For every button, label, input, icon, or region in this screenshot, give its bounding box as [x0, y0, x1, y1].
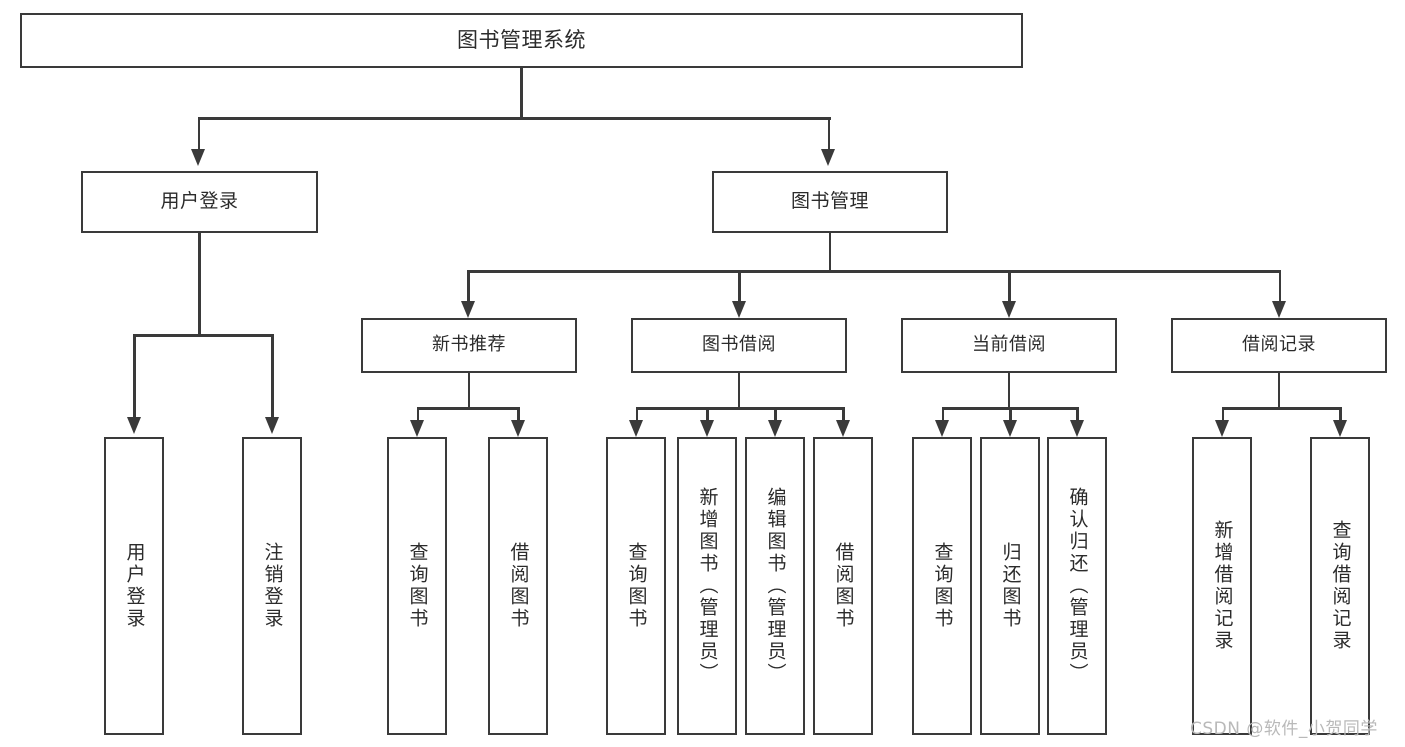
- node-label: 编辑图书（管理员）: [764, 487, 787, 685]
- node-label: 查询图书: [625, 542, 648, 630]
- node-root-system[interactable]: 图书管理系统: [20, 13, 1023, 68]
- node-label: 注销登录: [261, 542, 284, 630]
- arrowhead-nbr-1: [410, 420, 425, 437]
- arrowhead-to-user-login: [191, 149, 205, 166]
- node-label: 新书推荐: [432, 334, 506, 356]
- arrowhead-bb-4: [835, 420, 850, 437]
- node-book-borrow[interactable]: 图书借阅: [631, 318, 847, 373]
- arrowhead-bb-3: [767, 420, 782, 437]
- connector-root-drop-left: [197, 117, 200, 149]
- node-new-book-rec[interactable]: 新书推荐: [361, 318, 577, 373]
- arrowhead-bb-2: [699, 420, 714, 437]
- node-current-borrow[interactable]: 当前借阅: [901, 318, 1117, 373]
- csdn-watermark: CSDN @软件_小贺同学: [1190, 719, 1378, 739]
- arrowhead-br-1: [1215, 420, 1230, 437]
- connector-user-login-stem: [198, 233, 201, 335]
- leaf-logout[interactable]: 注销登录: [242, 437, 302, 735]
- node-label: 查询图书: [406, 542, 429, 630]
- arrowhead-book-borrow: [731, 301, 746, 318]
- leaf-query-record[interactable]: 查询借阅记录: [1310, 437, 1370, 735]
- leaf-add-book[interactable]: 新增图书（管理员）: [677, 437, 737, 735]
- node-label: 确认归还（管理员）: [1066, 487, 1089, 685]
- connector-new-book-rec-bus: [417, 407, 519, 410]
- node-label: 用户登录: [123, 542, 146, 630]
- leaf-confirm-return[interactable]: 确认归还（管理员）: [1047, 437, 1107, 735]
- arrowhead-current-borrow: [1001, 301, 1016, 318]
- node-label: 当前借阅: [972, 334, 1046, 356]
- leaf-edit-book[interactable]: 编辑图书（管理员）: [745, 437, 805, 735]
- connector-current-borrow-drop-2: [1009, 407, 1012, 420]
- node-borrow-record[interactable]: 借阅记录: [1171, 318, 1387, 373]
- connector-root-drop-right: [827, 117, 830, 149]
- connector-book-borrow-stem: [737, 373, 740, 408]
- leaf-query-book-3[interactable]: 查询图书: [912, 437, 972, 735]
- connector-borrow-record-drop-1: [1221, 407, 1224, 420]
- node-label: 新增借阅记录: [1211, 520, 1234, 652]
- connector-root-bus: [199, 117, 831, 120]
- arrowhead-user-login-2: [264, 417, 279, 434]
- node-book-manage[interactable]: 图书管理: [712, 171, 948, 233]
- connector-book-manage-drop-4: [1278, 270, 1281, 301]
- leaf-query-book-1[interactable]: 查询图书: [387, 437, 447, 735]
- arrowhead-new-book-rec: [460, 301, 475, 318]
- connector-user-login-drop-1: [133, 334, 136, 417]
- arrowhead-nbr-2: [510, 420, 525, 437]
- leaf-user-login[interactable]: 用户登录: [104, 437, 164, 735]
- arrowhead-to-book-manage: [821, 149, 835, 166]
- connector-book-borrow-drop-1: [635, 407, 638, 420]
- node-label: 查询图书: [931, 542, 954, 630]
- connector-book-manage-stem: [828, 233, 831, 271]
- node-label: 新增图书（管理员）: [696, 487, 719, 685]
- arrowhead-cb-3: [1069, 420, 1084, 437]
- connector-new-book-rec-stem: [467, 373, 470, 408]
- leaf-borrow-book-1[interactable]: 借阅图书: [488, 437, 548, 735]
- node-user-login[interactable]: 用户登录: [81, 171, 318, 233]
- connector-borrow-record-drop-2: [1339, 407, 1342, 420]
- leaf-add-record[interactable]: 新增借阅记录: [1192, 437, 1252, 735]
- connector-borrow-record-stem: [1277, 373, 1280, 408]
- connector-book-manage-drop-2: [738, 270, 741, 301]
- connector-current-borrow-stem: [1007, 373, 1010, 408]
- node-label: 借阅图书: [507, 542, 530, 630]
- leaf-query-book-2[interactable]: 查询图书: [606, 437, 666, 735]
- connector-book-borrow-drop-4: [842, 407, 845, 420]
- connector-book-manage-drop-3: [1008, 270, 1011, 301]
- connector-user-login-drop-2: [271, 334, 274, 417]
- connector-book-borrow-drop-2: [706, 407, 709, 420]
- arrowhead-br-2: [1332, 420, 1347, 437]
- connector-new-book-rec-drop-2: [517, 407, 520, 420]
- node-label: 查询借阅记录: [1329, 520, 1352, 652]
- connector-new-book-rec-drop-1: [416, 407, 419, 420]
- arrowhead-borrow-record: [1272, 301, 1287, 318]
- arrowhead-bb-1: [629, 420, 644, 437]
- connector-user-login-bus: [134, 334, 272, 337]
- node-label: 用户登录: [160, 190, 239, 213]
- connector-current-borrow-drop-1: [941, 407, 944, 420]
- node-label: 图书借阅: [702, 334, 776, 356]
- node-label: 借阅图书: [832, 542, 855, 630]
- arrowhead-cb-1: [935, 420, 950, 437]
- node-label: 借阅记录: [1242, 334, 1316, 356]
- node-label: 归还图书: [999, 542, 1022, 630]
- node-label: 图书管理: [790, 190, 869, 213]
- connector-book-manage-drop-1: [467, 270, 470, 301]
- leaf-return-book[interactable]: 归还图书: [980, 437, 1040, 735]
- connector-book-borrow-bus: [636, 407, 844, 410]
- connector-root-stem: [520, 68, 523, 118]
- connector-current-borrow-drop-3: [1076, 407, 1079, 420]
- connector-book-borrow-drop-3: [774, 407, 777, 420]
- arrowhead-user-login-1: [126, 417, 141, 434]
- node-label: 图书管理系统: [457, 27, 586, 52]
- connector-book-manage-bus: [468, 270, 1281, 273]
- connector-borrow-record-bus: [1222, 407, 1341, 410]
- arrowhead-cb-2: [1002, 420, 1017, 437]
- leaf-borrow-book-2[interactable]: 借阅图书: [813, 437, 873, 735]
